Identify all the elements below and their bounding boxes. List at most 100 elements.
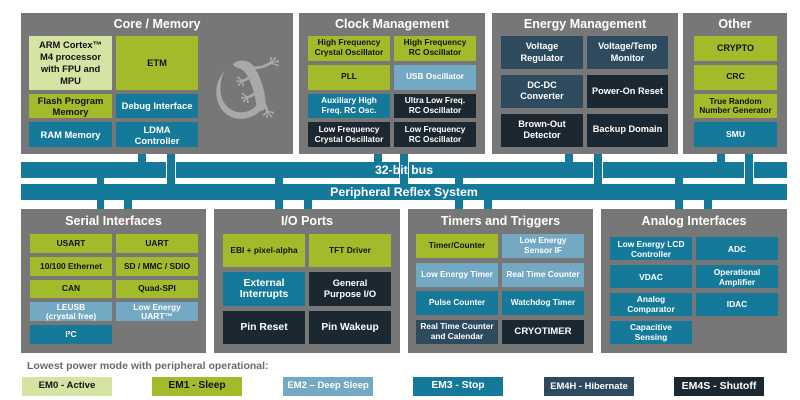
block-analog-comparator: Analog Comparator: [610, 292, 692, 317]
block-capacitive-sensing: Capacitive Sensing: [610, 320, 692, 345]
block-low-energy-sensor-interface: Low Energy Sensor IF: [502, 234, 584, 258]
peripheral-reflex-system-bar: [21, 184, 787, 200]
block-usb-oscillator: USB Oscillator: [394, 64, 476, 90]
clock-management-title: Clock Management: [335, 17, 449, 31]
io-ports-title: I/O Ports: [280, 214, 334, 229]
block-power-on-reset: Power-On Reset: [587, 74, 668, 109]
block-ebi-pixel-alpha: EBI + pixel-alpha: [223, 234, 305, 268]
serial-interfaces-title: Serial Interfaces: [65, 214, 162, 229]
block-pll: PLL: [308, 64, 390, 90]
block-adc: ADC: [696, 237, 778, 261]
connector-core-to-prs: [166, 154, 176, 184]
block-ldma-controller: LDMA Controller: [116, 122, 198, 147]
connector-clock-to-bus: [373, 154, 382, 162]
timers-triggers-blocks: Timer/Counter Low Energy Sensor IF Low E…: [416, 234, 584, 344]
block-pin-reset: Pin Reset: [223, 310, 305, 344]
other-section: Other CRYPTO CRC True Random Number Gene…: [683, 13, 787, 154]
block-crc: CRC: [694, 64, 777, 90]
serial-interfaces-blocks: USART UART 10/100 Ethernet SD / MMC / SD…: [30, 234, 198, 344]
gecko-logo-icon: [216, 57, 280, 119]
core-memory-section: Core / Memory ARM Cortex™ M4 processor w…: [21, 13, 293, 154]
connector-prs-to-analog: [703, 200, 712, 209]
gecko-legs: [240, 61, 272, 113]
block-ethernet: 10/100 Ethernet: [30, 256, 112, 276]
legend-title: Lowest power mode with peripheral operat…: [27, 360, 269, 372]
block-usart: USART: [30, 234, 112, 253]
analog-interfaces-title: Analog Interfaces: [641, 214, 747, 229]
connector-bus-to-timers: [455, 178, 463, 209]
io-ports-blocks: EBI + pixel-alpha TFT Driver External In…: [223, 234, 391, 344]
block-general-purpose-io: General Purpose I/O: [309, 272, 391, 306]
block-dc-dc-converter: DC-DC Converter: [501, 74, 583, 109]
connector-clock-to-prs: [399, 154, 409, 184]
block-cryotimer: CRYOTIMER: [502, 319, 584, 344]
block-operational-amplifier: Operational Amplifier: [696, 264, 778, 289]
block-etm: ETM: [116, 36, 198, 90]
block-ulf-rc-oscillator: Ultra Low Freq. RC Oscillator: [394, 93, 476, 119]
gecko-body: [216, 60, 266, 119]
block-lf-rc-oscillator: Low Frequency RC Oscillator: [394, 122, 476, 147]
block-flash-program-memory: Flash Program Memory: [29, 93, 112, 119]
block-low-energy-uart: Low Energy UART™: [116, 302, 198, 322]
block-smu: SMU: [694, 122, 777, 147]
block-brown-out-detector: Brown-Out Detector: [501, 113, 583, 147]
legend-item-em2: EM2 – Deep Sleep: [283, 377, 373, 396]
core-memory-blocks: ARM Cortex™ M4 processor with FPU and MP…: [29, 36, 198, 147]
block-voltage-regulator: Voltage Regulator: [501, 36, 583, 70]
block-ram-memory: RAM Memory: [29, 122, 112, 147]
connector-prs-to-timers: [483, 200, 492, 209]
connector-prs-to-io: [303, 200, 312, 209]
clock-management-section: Clock Management High Frequency Crystal …: [299, 13, 485, 154]
block-crypto: CRYPTO: [694, 36, 777, 61]
system-bus-label: 32-bit bus: [374, 163, 434, 177]
legend-item-em1: EM1 - Sleep: [152, 377, 242, 396]
block-real-time-counter: Real Time Counter: [502, 262, 584, 287]
block-watchdog-timer: Watchdog Timer: [502, 291, 584, 316]
block-timer-counter: Timer/Counter: [416, 234, 498, 258]
connector-bus-to-analog: [675, 178, 683, 209]
block-leusb: LEUSB (crystal free): [30, 302, 112, 322]
block-lf-crystal-oscillator: Low Frequency Crystal Oscillator: [308, 122, 390, 147]
connector-bus-to-serial: [97, 178, 104, 209]
analog-interfaces-section: Analog Interfaces Low Energy LCD Control…: [601, 209, 787, 353]
block-low-energy-timer: Low Energy Timer: [416, 262, 498, 287]
connector-core-to-bus: [138, 154, 146, 162]
block-rtc-and-calendar: Real Time Counter and Calendar: [416, 319, 498, 344]
block-external-interrupts: External Interrupts: [223, 272, 305, 306]
block-sd-mmc-sdio: SD / MMC / SDIO: [116, 256, 198, 276]
gecko-toes: [236, 57, 279, 118]
serial-interfaces-section: Serial Interfaces USART UART 10/100 Ethe…: [21, 209, 206, 353]
clock-management-blocks: High Frequency Crystal Oscillator High F…: [308, 36, 476, 147]
block-quad-spi: Quad-SPI: [116, 279, 198, 299]
energy-management-section: Energy Management Voltage Regulator Volt…: [492, 13, 678, 154]
block-voltage-temp-monitor: Voltage/Temp Monitor: [587, 36, 668, 70]
block-vdac: VDAC: [610, 264, 692, 289]
block-low-energy-lcd-controller: Low Energy LCD Controller: [610, 237, 692, 261]
connector-bus-to-io: [275, 178, 283, 209]
connector-energy-to-bus: [565, 154, 573, 162]
timers-triggers-title: Timers and Triggers: [440, 214, 561, 229]
energy-management-title: Energy Management: [523, 17, 647, 31]
block-pulse-counter: Pulse Counter: [416, 291, 498, 316]
energy-management-blocks: Voltage Regulator Voltage/Temp Monitor D…: [501, 36, 668, 147]
block-debug-interface: Debug Interface: [116, 93, 198, 119]
block-hf-rc-oscillator: High Frequency RC Oscillator: [394, 36, 476, 61]
connector-other-to-bus: [717, 154, 725, 162]
timers-triggers-section: Timers and Triggers Timer/Counter Low En…: [408, 209, 593, 353]
connector-other-to-prs: [744, 154, 754, 184]
block-can: CAN: [30, 279, 112, 299]
legend-item-em4s: EM4S - Shutoff: [674, 377, 764, 396]
other-title: Other: [718, 17, 752, 31]
block-arm-cortex-m4: ARM Cortex™ M4 processor with FPU and MP…: [29, 36, 112, 90]
block-tft-driver: TFT Driver: [309, 234, 391, 268]
connector-energy-to-prs: [593, 154, 603, 184]
legend-item-em0: EM0 - Active: [22, 377, 112, 396]
block-pin-wakeup: Pin Wakeup: [309, 310, 391, 344]
block-uart: UART: [116, 234, 198, 253]
block-backup-domain: Backup Domain: [587, 113, 668, 147]
gecko-toe-pads: [236, 57, 280, 118]
block-idac: IDAC: [696, 292, 778, 317]
connector-prs-to-serial: [124, 200, 132, 209]
block-aux-hf-rc-oscillator: Auxiliary High Freq. RC Osc.: [308, 93, 390, 119]
